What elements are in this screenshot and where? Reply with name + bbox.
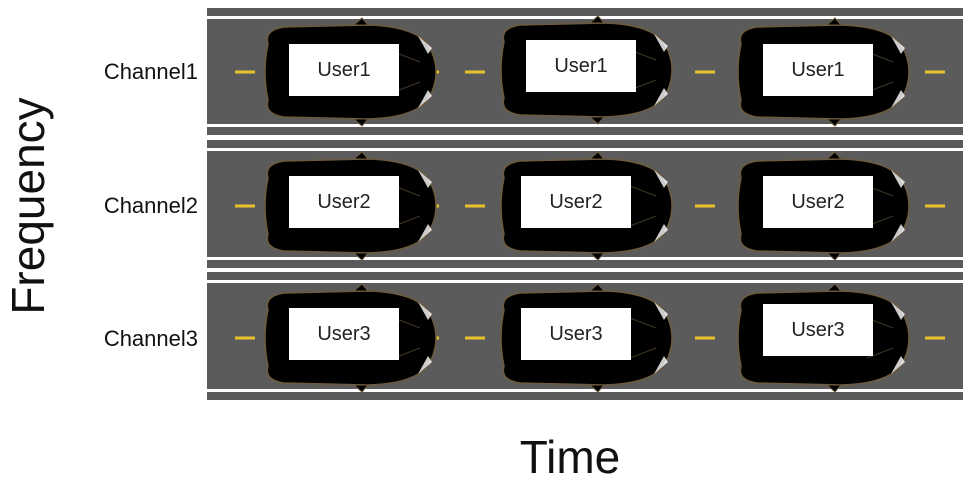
lane-edge-line (207, 148, 963, 151)
user-label: User2 (521, 176, 631, 228)
user-label: User1 (289, 44, 399, 96)
lane-dash (695, 204, 715, 208)
user-label: User2 (289, 176, 399, 228)
channel-label-2: Channel2 (103, 193, 198, 218)
lane-dash (925, 70, 945, 74)
lane-dash (235, 336, 255, 340)
user-label: User3 (763, 304, 873, 356)
lane-dash (465, 70, 485, 74)
y-axis-label: Frequency (2, 97, 54, 315)
lane-dash (235, 70, 255, 74)
lane-dash (465, 336, 485, 340)
lane-dash (925, 204, 945, 208)
lane-dash (465, 204, 485, 208)
user-label: User1 (526, 40, 636, 92)
lane-dash (925, 336, 945, 340)
user-label: User3 (289, 308, 399, 360)
lane-dash (695, 336, 715, 340)
lane-edge-line (207, 280, 963, 283)
lane-edge-line (207, 389, 963, 392)
user-label: User3 (521, 308, 631, 360)
lane-dash (235, 204, 255, 208)
lane-edge-line (207, 257, 963, 260)
lane-edge-line (207, 16, 963, 19)
channel-label-3: Channel3 (103, 326, 198, 351)
user-label: User2 (763, 176, 873, 228)
lane-dash (695, 70, 715, 74)
channel-label-1: Channel1 (103, 59, 198, 84)
user-label: User1 (763, 44, 873, 96)
lane-edge-line (207, 124, 963, 127)
x-axis-label: Time (519, 431, 621, 483)
